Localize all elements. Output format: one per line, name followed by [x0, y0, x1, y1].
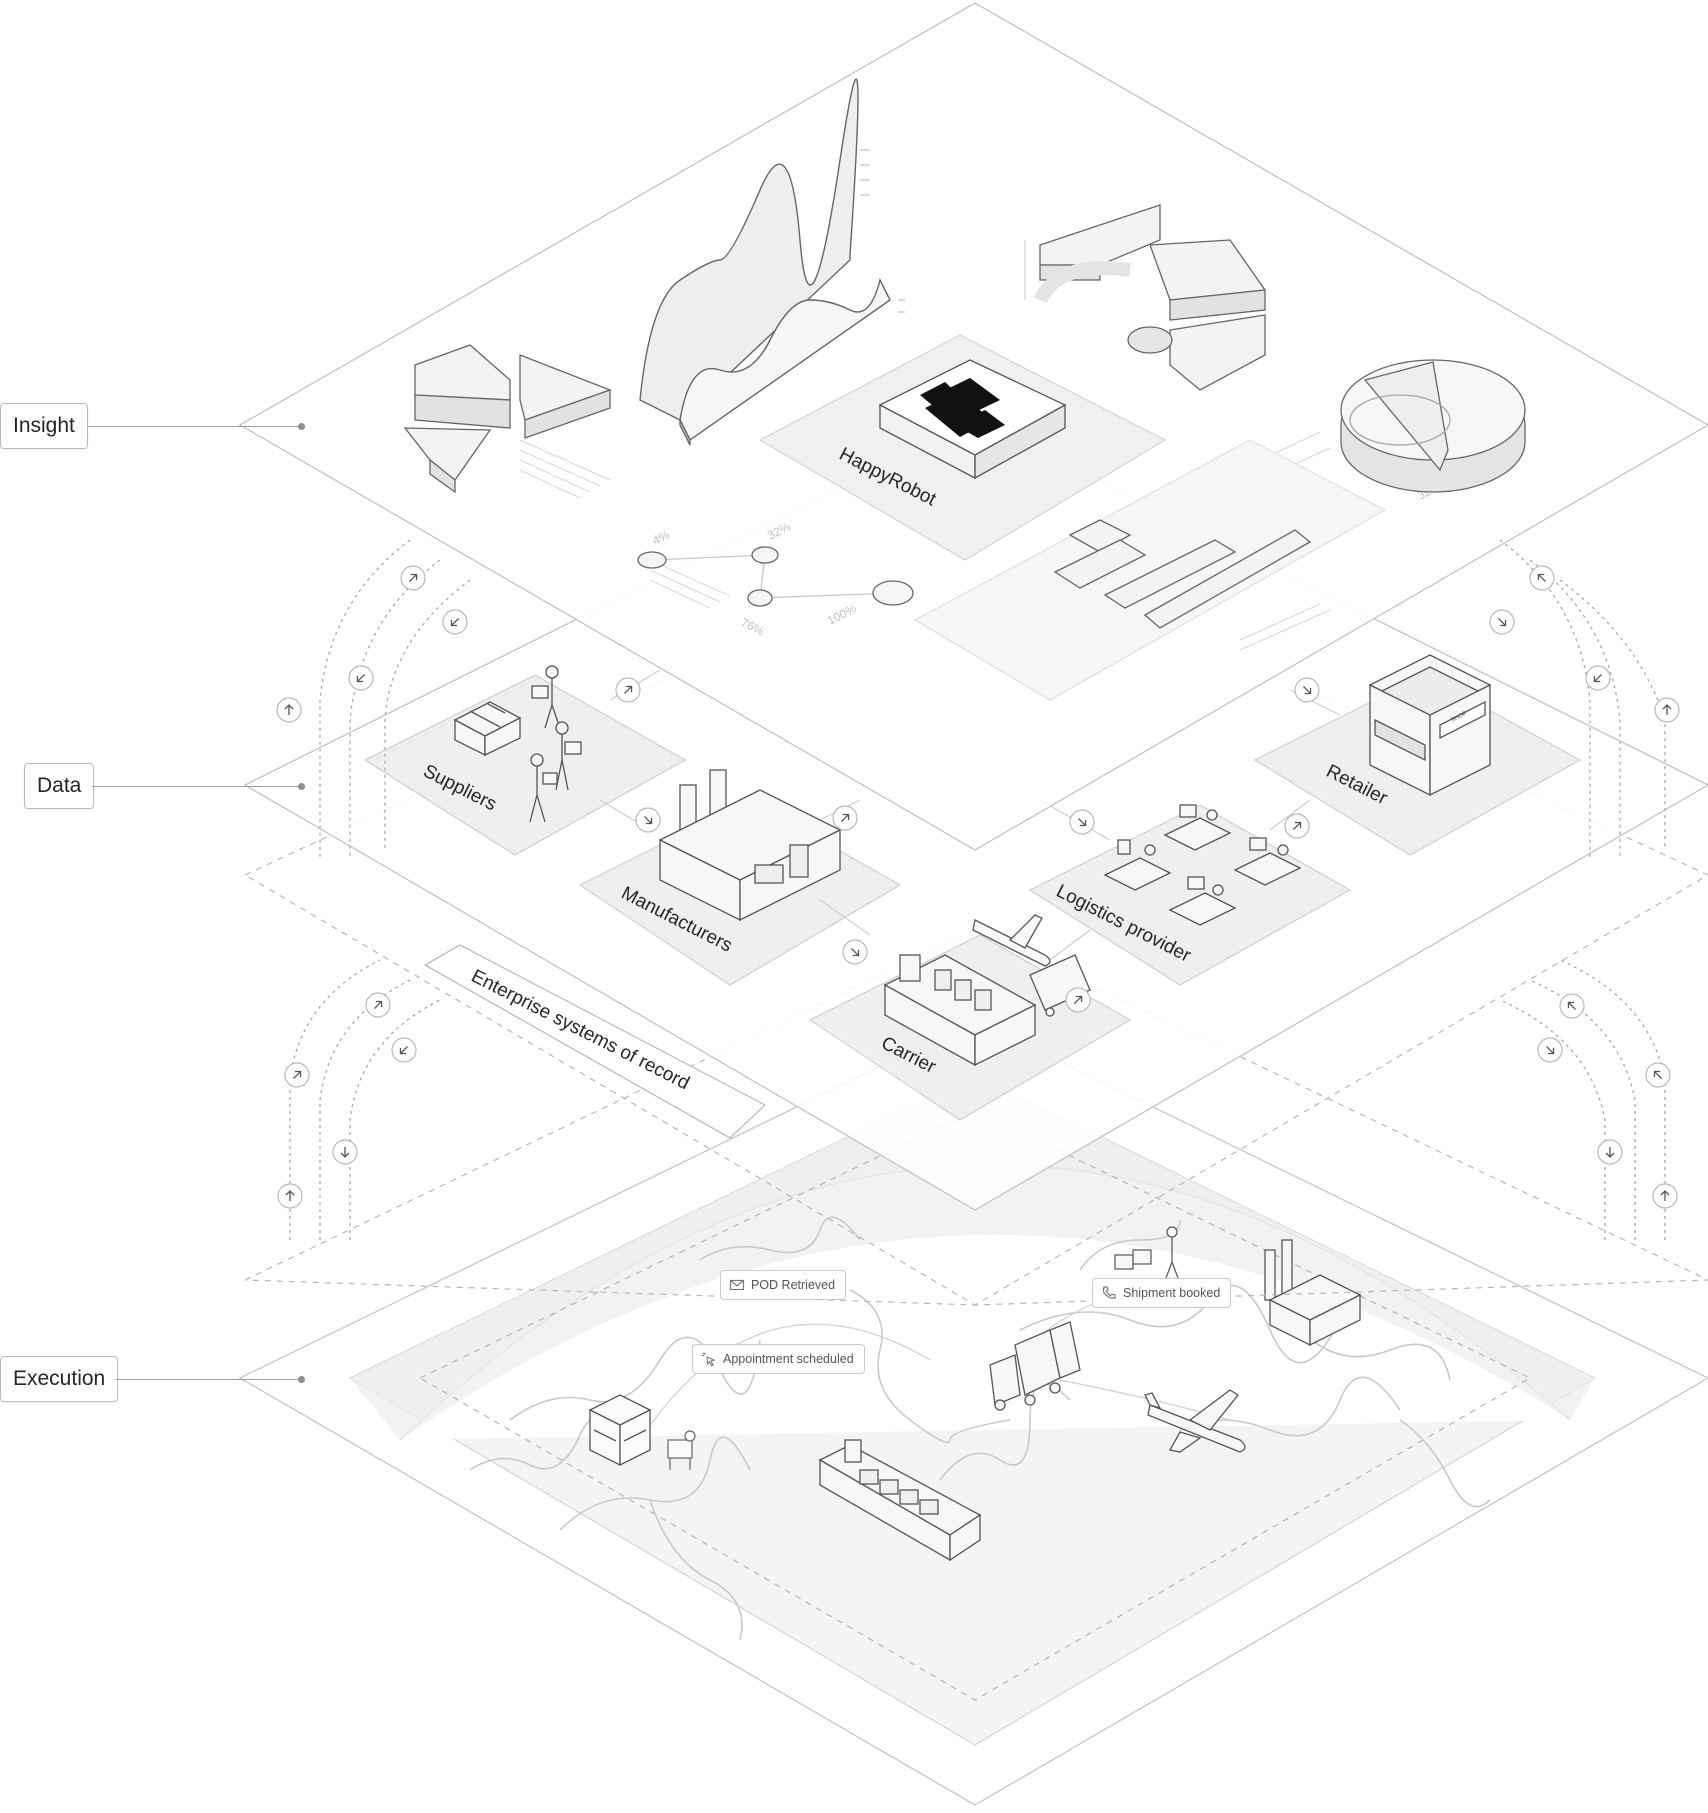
pie-chart-right — [1340, 359, 1526, 493]
arrow-up-icon — [1559, 993, 1585, 1019]
arrow-down-icon — [635, 807, 661, 833]
layer-label-data[interactable]: Data — [24, 763, 95, 809]
bar-chart-panel — [913, 439, 1387, 701]
shop-icon — [588, 1394, 652, 1467]
truck-icon — [989, 1321, 1081, 1411]
tag-shipment-booked[interactable]: Shipment booked — [1092, 1278, 1232, 1308]
cursor-click-icon — [702, 1352, 716, 1367]
arrow-up-icon — [1645, 1062, 1671, 1088]
arrow-down-icon — [1537, 1037, 1563, 1063]
arrow-down-icon — [1294, 677, 1320, 703]
insight-leader-line — [87, 426, 302, 427]
arrow-down-icon — [1585, 665, 1611, 691]
tag-appointment-scheduled[interactable]: Appointment scheduled — [692, 1344, 865, 1374]
supplier-boxes-icon — [453, 701, 522, 757]
phone-icon — [1102, 1286, 1116, 1299]
data-leader-line — [92, 786, 302, 787]
arrow-down-icon — [391, 1037, 417, 1063]
arrow-up-icon — [276, 697, 302, 723]
arrow-up-icon — [1065, 987, 1091, 1013]
layer-label-insight[interactable]: Insight — [0, 403, 88, 449]
cargo-ship-icon — [818, 1439, 982, 1562]
mail-icon — [729, 1279, 745, 1291]
insight-leader-dot — [298, 423, 305, 430]
arrow-up-icon — [1652, 1183, 1678, 1209]
tile-logistics — [1028, 804, 1352, 986]
donut-chart — [1024, 204, 1267, 391]
tag-pod-label: POD Retrieved — [751, 1278, 836, 1292]
tag-shipment-label: Shipment booked — [1123, 1286, 1221, 1300]
retail-store-icon: SHOP — [1368, 654, 1492, 797]
arrow-down-icon — [1489, 609, 1515, 635]
happyrobot-tile: HappyRobot — [758, 334, 1167, 561]
tile-suppliers — [363, 674, 687, 856]
execution-leader-dot — [298, 1376, 305, 1383]
office-desks-icon — [1103, 804, 1302, 926]
arrow-up-icon — [615, 677, 641, 703]
scatter-network — [637, 546, 914, 607]
arrow-up-icon — [400, 565, 426, 591]
desk-worker-icon — [667, 1430, 696, 1470]
pie-chart-left — [403, 344, 612, 494]
carrier-icon — [883, 914, 1091, 1067]
arrow-badges — [276, 565, 1680, 1209]
airplane-icon — [1144, 1389, 1246, 1453]
arrow-down-icon — [1597, 1139, 1623, 1165]
arrow-down-icon — [842, 939, 868, 965]
arrow-up-icon — [284, 1062, 310, 1088]
layer-label-execution[interactable]: Execution — [0, 1356, 119, 1402]
tag-appointment-label: Appointment scheduled — [723, 1352, 854, 1366]
arrow-up-icon — [1284, 813, 1310, 839]
data-leader-dot — [298, 783, 305, 790]
supplier-workers-icon — [529, 665, 582, 823]
area-chart — [639, 78, 905, 446]
arrow-down-icon — [348, 665, 374, 691]
arrow-down-icon — [332, 1139, 358, 1165]
factory-icon — [658, 769, 842, 922]
boxes-worker-icon — [1114, 1226, 1179, 1279]
execution-leader-line — [116, 1379, 302, 1380]
factory-icon-small — [1264, 1239, 1362, 1347]
arrow-down-icon — [1069, 809, 1095, 835]
arrow-up-icon — [1529, 565, 1555, 591]
tag-pod-retrieved[interactable]: POD Retrieved — [720, 1270, 847, 1300]
arrow-down-icon — [442, 609, 468, 635]
arrow-up-icon — [365, 992, 391, 1018]
arrow-up-icon — [1654, 697, 1680, 723]
happyrobot-logo — [920, 378, 1005, 438]
arrow-up-icon — [832, 805, 858, 831]
arrow-up-icon — [277, 1183, 303, 1209]
